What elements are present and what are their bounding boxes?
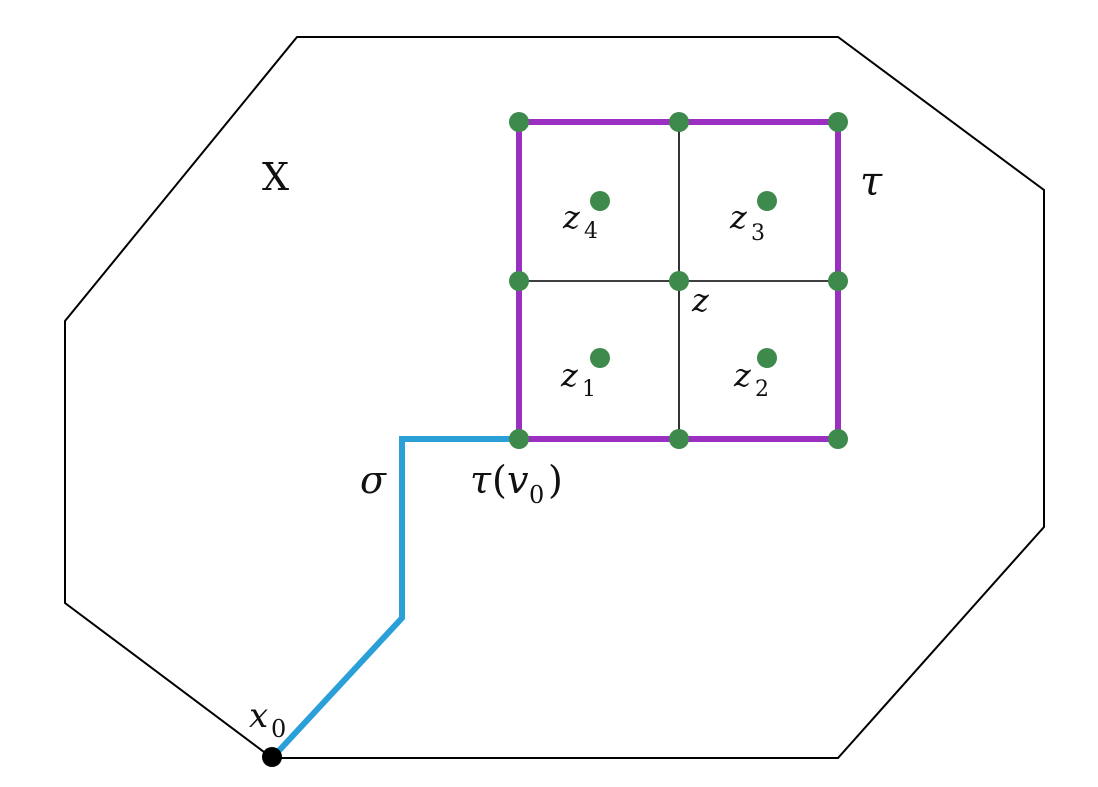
label-z2-sub: 2 <box>755 377 769 402</box>
label-tau-v0-var: v <box>507 458 529 502</box>
label-tau-v0-close: ) <box>548 458 563 502</box>
vertex-middle-right <box>828 271 848 291</box>
basepoint-dot <box>262 747 282 767</box>
vertex-middle-left <box>509 271 529 291</box>
label-basepoint: x 0 <box>249 696 286 743</box>
cell-center-z1 <box>590 348 610 368</box>
label-basepoint-main: x <box>249 696 268 736</box>
label-sigma: σ <box>360 458 387 502</box>
vertex-bottom-left <box>509 429 529 449</box>
label-z2: z 2 <box>733 356 769 402</box>
vertex-center <box>669 271 689 291</box>
label-tau: τ <box>860 159 883 205</box>
label-z3-main: z <box>729 198 748 236</box>
label-z1: z 1 <box>560 356 596 402</box>
label-tau-v0-open: ( <box>492 458 507 502</box>
cell-centers <box>590 191 777 368</box>
label-z3: z 3 <box>729 198 765 246</box>
label-z1-sub: 1 <box>582 377 596 402</box>
label-z4-sub: 4 <box>584 219 598 244</box>
label-center-z: z <box>691 281 710 319</box>
label-space-x: X <box>262 155 289 199</box>
label-z3-sub: 3 <box>751 221 765 246</box>
path-sigma <box>271 436 519 759</box>
label-tau-v0-tau: τ <box>470 458 492 502</box>
label-z2-main: z <box>733 356 752 394</box>
label-z4: z 4 <box>562 198 598 244</box>
vertex-bottom-middle <box>669 429 689 449</box>
space-outline <box>64 36 1045 759</box>
vertex-top-right <box>828 112 848 132</box>
label-tau-v0-sub: 0 <box>529 481 544 509</box>
vertex-bottom-right <box>828 429 848 449</box>
label-z1-main: z <box>560 356 579 394</box>
label-tau-v0: τ ( v 0 ) <box>470 458 563 509</box>
cell-center-z3 <box>757 191 777 211</box>
vertex-top-left <box>509 112 529 132</box>
cell-center-z2 <box>757 348 777 368</box>
vertex-top-middle <box>669 112 689 132</box>
cell-center-z4 <box>590 191 610 211</box>
label-basepoint-sub: 0 <box>271 715 286 743</box>
label-z4-main: z <box>562 198 581 236</box>
grid-vertices <box>509 112 848 449</box>
